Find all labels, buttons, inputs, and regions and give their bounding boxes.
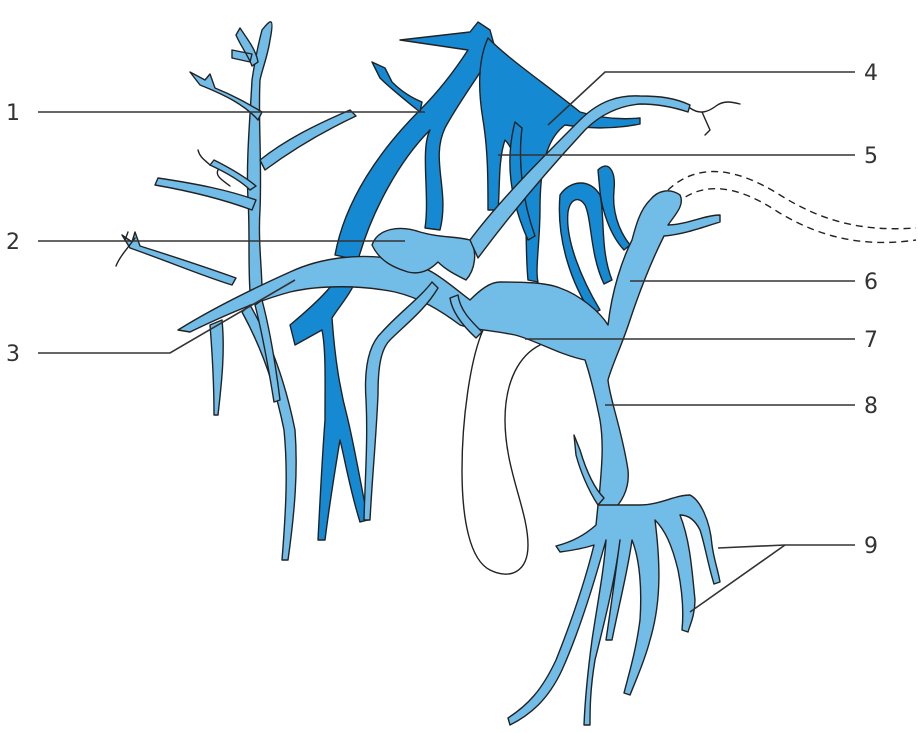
label-5: 5 [864,144,878,169]
label-6: 6 [864,270,878,295]
vessel-down-middle [364,282,438,520]
vessel-down-left-3 [255,300,280,402]
label-3: 3 [6,342,20,367]
leader-9b [690,545,785,612]
vessel-5-tail [690,102,740,112]
label-8: 8 [864,394,878,419]
vessel-9-fan-left-twig [574,435,604,505]
vessel-1-twig [372,62,422,112]
leader-lines [38,72,855,612]
label-4: 4 [864,61,878,86]
vessel-4 [480,38,640,282]
vessel-dark-lower-left [290,262,368,540]
label-1: 1 [6,101,20,126]
vessel-down-left-1 [210,320,223,415]
vessel-left-lower-twig [122,232,236,285]
bowel-loop-outline [462,330,540,574]
vessel-5-tail-2 [702,112,710,135]
vessel-left-right-branch [260,110,356,170]
leader-9 [718,545,855,548]
vessel-left-top-twigs [232,28,258,66]
label-2: 2 [6,230,20,255]
vessel-9-fan [508,495,720,725]
vessel-1-trunk [335,22,495,260]
label-7: 7 [864,328,878,353]
label-9: 9 [864,534,878,559]
